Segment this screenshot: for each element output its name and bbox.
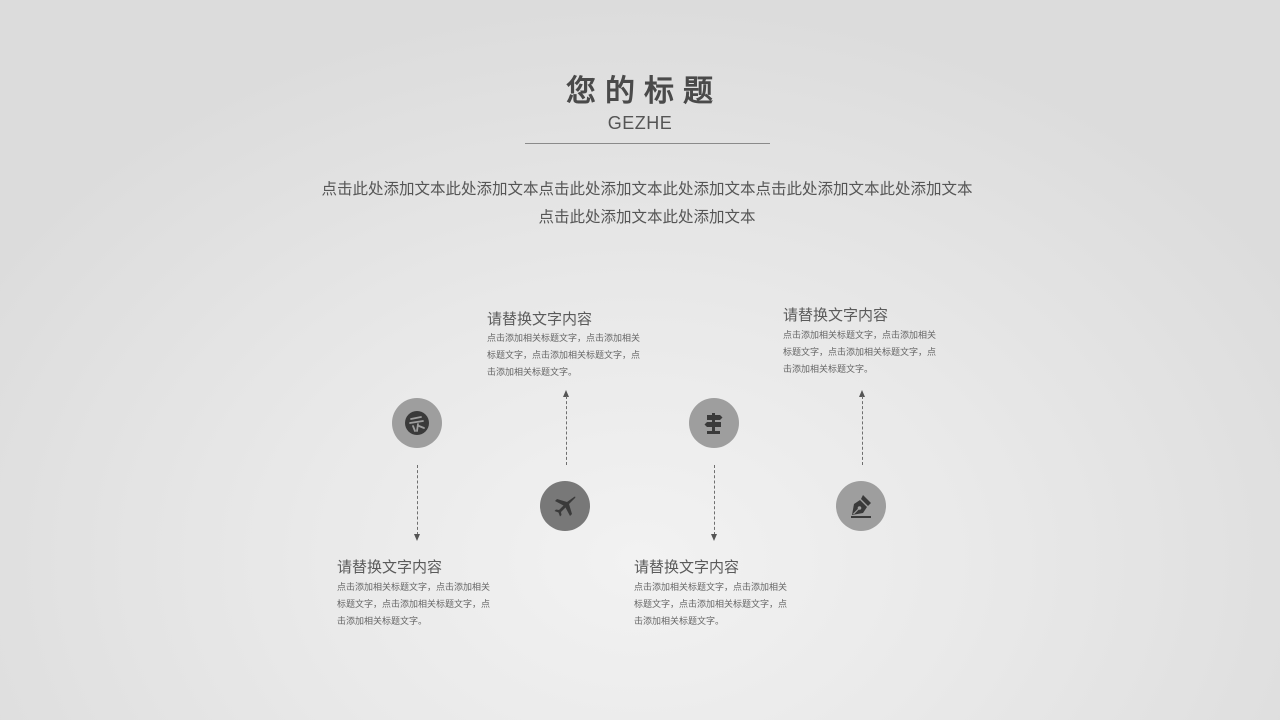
step-1-heading: 请替换文字内容 bbox=[337, 558, 443, 576]
tickets-icon bbox=[405, 411, 429, 435]
step-3-body: 点击添加相关标题文字，点击添加相关标题文字，点击添加相关标题文字，点击添加相关标… bbox=[634, 583, 788, 627]
step-4-body: 点击添加相关标题文字，点击添加相关标题文字，点击添加相关标题文字，点击添加相关标… bbox=[783, 331, 937, 375]
pen-nib-icon bbox=[851, 495, 871, 518]
airplane-icon bbox=[554, 496, 576, 517]
title-divider bbox=[525, 143, 770, 144]
intro-line-1: 点击此处添加文本此处添加文本点击此处添加文本此处添加文本点击此处添加文本此处添加… bbox=[321, 180, 973, 198]
intro-line-2: 点击此处添加文本此处添加文本 bbox=[538, 208, 756, 226]
step-3-heading: 请替换文字内容 bbox=[634, 558, 740, 576]
step-2-connector bbox=[566, 396, 567, 465]
step-4-heading: 请替换文字内容 bbox=[783, 306, 889, 324]
step-2-icon-circle bbox=[540, 481, 590, 531]
step-1-connector bbox=[417, 465, 418, 535]
step-3-icon-circle bbox=[689, 398, 739, 448]
step-2-body: 点击添加相关标题文字，点击添加相关标题文字，点击添加相关标题文字，点击添加相关标… bbox=[487, 334, 641, 378]
slide-title: 您的标题 bbox=[566, 74, 722, 109]
step-1-arrow-down-icon bbox=[414, 534, 420, 541]
step-3-connector bbox=[714, 465, 715, 535]
step-4-icon-circle bbox=[836, 481, 886, 531]
step-1-body: 点击添加相关标题文字，点击添加相关标题文字，点击添加相关标题文字，点击添加相关标… bbox=[337, 583, 491, 627]
step-1-icon-circle bbox=[392, 398, 442, 448]
step-3-arrow-down-icon bbox=[711, 534, 717, 541]
step-2-arrow-up-icon bbox=[563, 390, 569, 397]
step-4-arrow-up-icon bbox=[859, 390, 865, 397]
signpost-icon bbox=[704, 413, 723, 434]
intro-text: 点击此处添加文本此处添加文本点击此处添加文本此处添加文本点击此处添加文本此处添加… bbox=[300, 175, 994, 231]
step-2-heading: 请替换文字内容 bbox=[487, 310, 593, 328]
step-4-connector bbox=[862, 396, 863, 465]
slide-subtitle: GEZHE bbox=[607, 113, 673, 133]
